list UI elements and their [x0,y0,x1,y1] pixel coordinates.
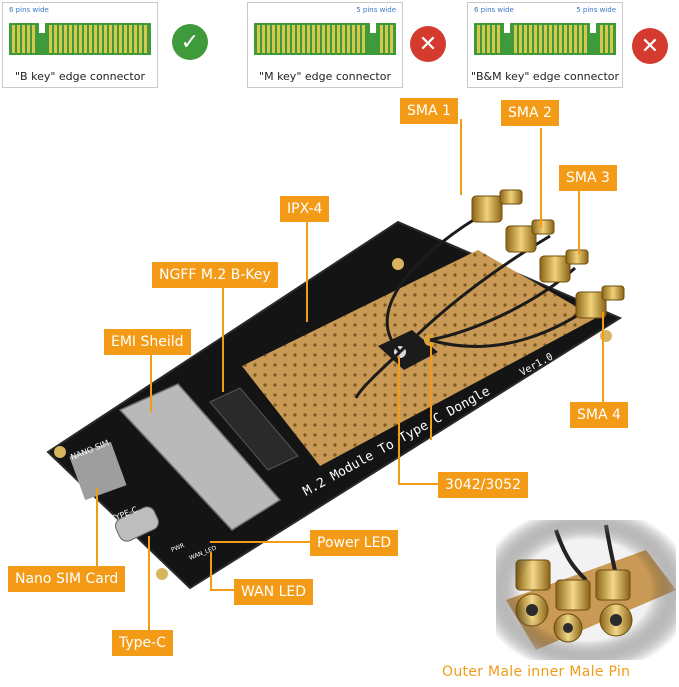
sma4-leader [602,312,604,404]
ngff-leader [222,288,224,392]
footer-caption: Outer Male inner Male Pin [442,664,631,680]
type-c-leader [148,536,150,630]
usb-c-port [115,506,159,542]
m-key-caption: "M key" edge connector [259,70,391,83]
size-label: 3042/3052 [438,472,528,498]
sma3-label: SMA 3 [559,165,617,191]
cross-icon: ✕ [410,26,446,62]
emi-leader [150,354,152,412]
bm-key-connector-illustration [474,21,616,55]
nano-sim-leader [96,488,98,566]
b-key-caption: "B key" edge connector [14,70,145,83]
sim-slot [69,441,127,501]
b-key-connector-illustration [9,21,151,55]
ipx4-label: IPX-4 [280,196,330,222]
size-leader-v2 [430,344,432,440]
bm-key-panel: 6 pins wide 5 pins wide "B&M key" edge c… [467,2,623,88]
power-led-label: Power LED [310,530,399,556]
sma1-leader [460,119,462,195]
m2-slot [209,387,299,471]
bm-key-caption: "B&M key" edge connector [470,70,620,83]
bm-key-pins-right-label: 5 pins wide [576,6,616,14]
sma2-leader [540,128,542,228]
wan-led-label: WAN LED [234,579,314,605]
size-leader-h [398,483,442,485]
bm-key-pins-left-label: 6 pins wide [474,6,514,14]
sma1-label: SMA 1 [400,98,458,124]
m-key-connector-illustration [254,21,396,55]
m-key-panel: 5 pins wide "M key" edge connector [247,2,403,88]
wan-led-leader [210,552,212,590]
emi-label: EMI Sheild [104,329,191,355]
cross-icon: ✕ [632,28,668,64]
emi-shield [118,383,282,531]
wan-led-leader-h [210,589,234,591]
power-led-leader [210,541,310,543]
sma3-leader [578,190,580,254]
b-key-pins-label: 6 pins wide [9,6,49,14]
size-leader-v [398,356,400,484]
check-icon: ✓ [172,24,208,60]
m-key-pins-label: 5 pins wide [356,6,396,14]
sma4-label: SMA 4 [570,402,628,428]
nano-sim-label: Nano SIM Card [8,566,126,592]
ngff-label: NGFF M.2 B-Key [152,262,278,288]
b-key-panel: 6 pins wide "B key" edge connector [2,2,158,88]
sma-closeup-illustration [496,520,676,660]
board-power-text: PWR [170,542,185,554]
type-c-label: Type-C [112,630,173,656]
sma2-label: SMA 2 [501,100,559,126]
ipx4-leader [306,222,308,322]
sma-connectors [471,189,625,319]
